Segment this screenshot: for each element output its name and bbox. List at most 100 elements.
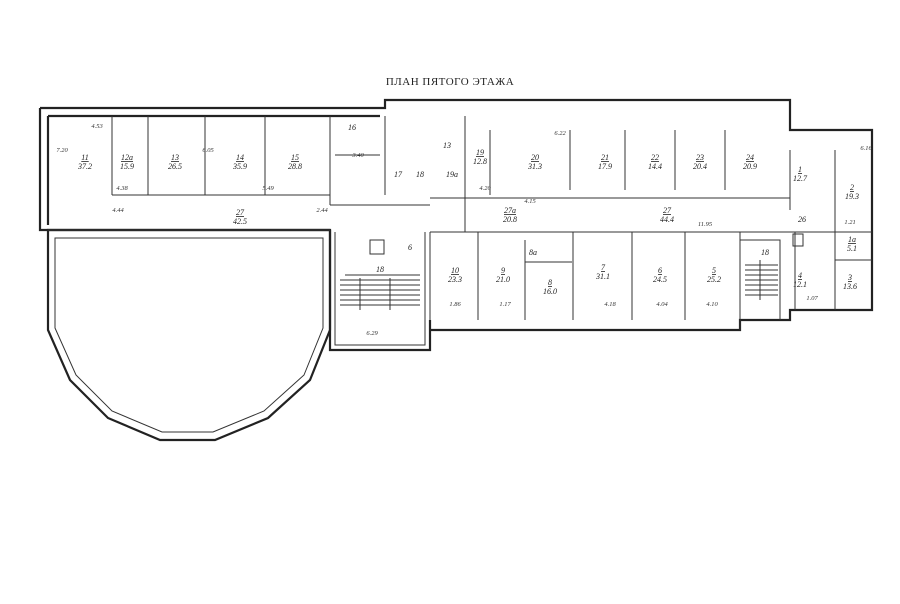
- room-area: 12.7: [793, 174, 808, 183]
- room-2: 219.3: [845, 183, 859, 201]
- dimension-label: 7.20: [56, 147, 68, 154]
- room-area: 16.0: [543, 287, 557, 296]
- outer-walls: [38, 98, 874, 442]
- room-area: 35.9: [232, 162, 247, 171]
- room-number: 13: [443, 141, 451, 150]
- room-1a: 1a5.1: [847, 235, 857, 253]
- room-6: 6: [408, 243, 412, 252]
- dimension-label: 2.44: [316, 207, 328, 214]
- room-number: 4: [798, 271, 802, 280]
- room-number: 5: [712, 266, 716, 275]
- room-19a: 19a: [446, 170, 458, 179]
- room-area: 37.2: [77, 162, 92, 171]
- room-area: 24.5: [653, 275, 667, 284]
- room-number: 18: [761, 248, 769, 257]
- room-13: 13: [443, 141, 451, 150]
- dimension-label: 6.05: [202, 147, 214, 154]
- room-17: 17: [394, 170, 403, 179]
- room-number: 6: [408, 243, 412, 252]
- room-area: 28.8: [288, 162, 302, 171]
- room-18: 18: [416, 170, 424, 179]
- room-number: 6: [658, 266, 662, 275]
- dimension-label: 1.21: [844, 219, 855, 226]
- room-number: 8: [548, 278, 552, 287]
- room-area: 31.3: [527, 162, 542, 171]
- room-number: 24: [746, 153, 754, 162]
- room-8a: 8a: [529, 248, 537, 257]
- room-area: 20.8: [503, 215, 517, 224]
- dimension-label: 6.29: [366, 330, 378, 337]
- room-4: 412.1: [793, 271, 807, 289]
- room-26: 26: [798, 215, 806, 224]
- room-area: 26.5: [168, 162, 182, 171]
- interior-walls: [48, 116, 872, 346]
- room-number: 15: [291, 153, 299, 162]
- room-number: 3: [847, 273, 852, 282]
- dimension-label: 1.17: [499, 301, 511, 308]
- room-number: 1: [798, 165, 802, 174]
- stairs: [340, 233, 804, 310]
- room-area: 12.8: [473, 157, 487, 166]
- dimension-label: 5.49: [262, 185, 274, 192]
- room-number: 8a: [529, 248, 537, 257]
- dimension-label: 4.53: [91, 123, 103, 130]
- dimension-label: 4.20: [479, 185, 491, 192]
- room-5: 525.2: [707, 266, 721, 284]
- room-number: 1a: [848, 235, 856, 244]
- room-area: 31.1: [595, 272, 610, 281]
- room-16: 16: [348, 123, 356, 132]
- room-area: 21.0: [496, 275, 510, 284]
- room-area: 5.1: [847, 244, 857, 253]
- room-8: 816.0: [543, 278, 557, 296]
- room-area: 15.9: [120, 162, 134, 171]
- room-9: 921.0: [496, 266, 510, 284]
- dimension-label: 4.04: [656, 301, 668, 308]
- room-area: 44.4: [660, 215, 674, 224]
- room-area: 20.4: [693, 162, 707, 171]
- dimension-label: 6.16: [860, 145, 872, 152]
- dimension-label: 1.07: [806, 295, 818, 302]
- dimension-label: 4.38: [116, 185, 128, 192]
- room-area: 14.4: [648, 162, 662, 171]
- room-number: 18: [376, 265, 384, 274]
- room-area: 12.1: [793, 280, 807, 289]
- dimension-label: 3.40: [351, 152, 364, 159]
- room-number: 14: [236, 153, 244, 162]
- room-number: 20: [531, 153, 539, 162]
- room-number: 21: [601, 153, 609, 162]
- room-number: 27a: [504, 206, 516, 215]
- room-number: 10: [451, 266, 459, 275]
- room-number: 27: [663, 206, 672, 215]
- room-number: 16: [348, 123, 356, 132]
- room-area: 20.9: [743, 162, 757, 171]
- room-area: 23.3: [448, 275, 462, 284]
- room-6: 624.5: [653, 266, 667, 284]
- dimension-label: 6.22: [554, 130, 566, 137]
- room-number: 19: [476, 148, 484, 157]
- dimension-label: 11.95: [698, 221, 713, 228]
- room-number: 9: [501, 266, 505, 275]
- room-number: 26: [798, 215, 806, 224]
- room-18: 18: [761, 248, 769, 257]
- room-area: 19.3: [845, 192, 859, 201]
- room-number: 19a: [446, 170, 458, 179]
- room-area: 17.9: [598, 162, 612, 171]
- room-18: 18: [376, 265, 384, 274]
- room-area: 13.6: [843, 282, 857, 291]
- room-number: 27: [236, 208, 245, 217]
